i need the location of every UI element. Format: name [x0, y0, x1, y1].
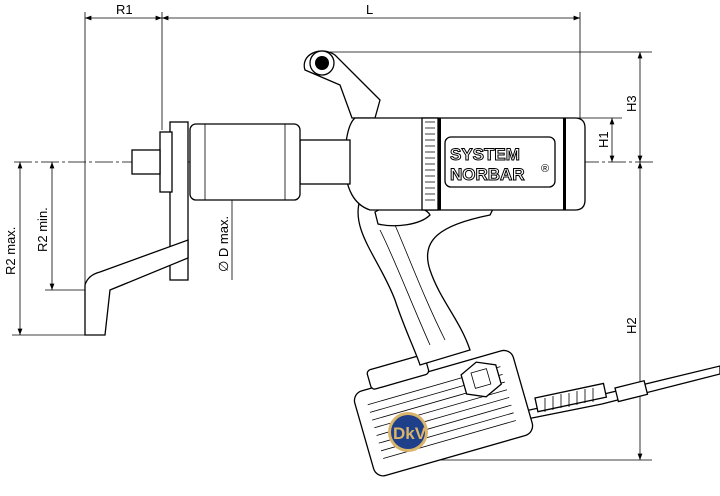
brand-line1: SYSTEM — [450, 145, 520, 164]
label-h1: H1 — [596, 131, 611, 148]
brand-registered: ® — [541, 163, 549, 175]
label-h2: H2 — [624, 317, 639, 334]
label-r2-max: R2 max. — [3, 227, 18, 275]
square-drive — [131, 149, 161, 175]
brand-line2: NORBAR — [450, 165, 525, 184]
label-l: L — [366, 2, 373, 17]
label-r1: R1 — [116, 2, 133, 17]
dkv-logo: DkV — [388, 412, 428, 452]
reaction-handle — [303, 50, 381, 119]
label-d-max: ∅ D max. — [216, 216, 231, 272]
dkv-logo-text: DkV — [393, 424, 427, 443]
power-cable — [519, 365, 720, 421]
motor-body: SYSTEM NORBAR ® — [344, 117, 586, 211]
gearbox — [84, 121, 351, 336]
label-r2-min: R2 min. — [35, 207, 50, 252]
reaction-plate — [169, 121, 189, 281]
dimension-lines — [17, 15, 643, 460]
battery-hex-icon — [460, 361, 502, 398]
extension-lines — [12, 12, 652, 461]
label-h3: H3 — [624, 95, 639, 112]
dkv-logo-globe — [391, 415, 425, 449]
reaction-arm — [84, 239, 189, 336]
brand-plate — [444, 136, 556, 188]
